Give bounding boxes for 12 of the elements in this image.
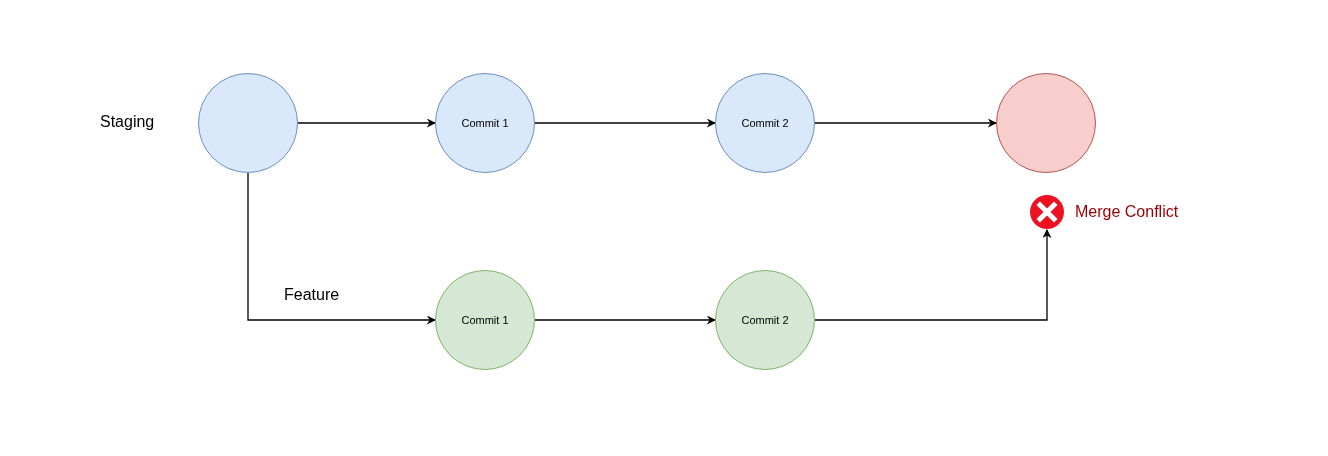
- commit-circle: Commit 2: [715, 270, 815, 370]
- arrow: [247, 172, 436, 325]
- arrow: [814, 118, 997, 128]
- arrow: [814, 229, 1052, 321]
- arrow: [534, 118, 716, 128]
- arrow: [297, 118, 436, 128]
- arrow: [534, 315, 716, 325]
- error-label: Merge Conflict: [1075, 203, 1179, 221]
- commit-circle: Commit 2: [715, 73, 815, 173]
- branch-label: Staging: [100, 113, 155, 131]
- commit-circle: Commit 1: [435, 73, 535, 173]
- commit-circle: Commit 1: [435, 270, 535, 370]
